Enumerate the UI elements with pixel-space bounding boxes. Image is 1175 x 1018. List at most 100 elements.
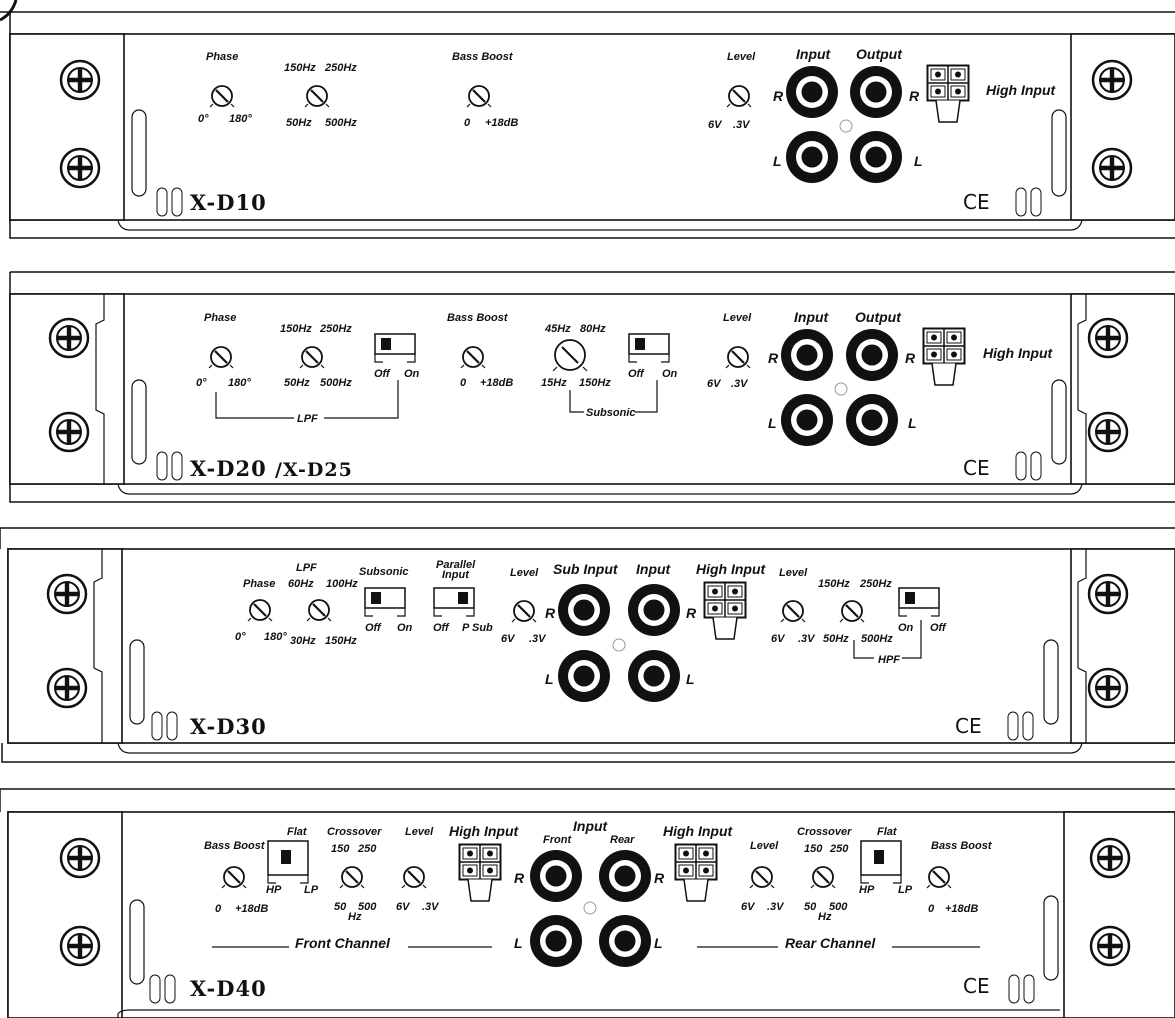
panel-label: Level [779, 567, 808, 579]
panel-label: 500 [829, 901, 848, 913]
panel-label: Subsonic [586, 407, 636, 419]
ce-mark: CE [963, 974, 990, 998]
panel-label: R [654, 870, 665, 886]
panel-label: 60Hz [288, 578, 314, 590]
panel-label: 150Hz [579, 377, 611, 389]
panel-label: R [905, 350, 916, 366]
panel-label: High Input [663, 823, 733, 839]
panel-label: 80Hz [580, 323, 606, 335]
panel-label: Phase [243, 578, 276, 590]
panel-label: HP [859, 884, 875, 896]
panel-label: Level [510, 567, 539, 579]
panel-label: 100Hz [326, 578, 358, 590]
panel-label: R [686, 605, 697, 621]
panel-label: Parallel [436, 559, 476, 571]
panel-label: On [898, 622, 914, 634]
panel-label: High Input [983, 345, 1053, 361]
model-name: X-D30 [190, 714, 267, 739]
panel-label: L [514, 935, 523, 951]
panel-label: 0 [215, 903, 222, 915]
panel-label: Output [856, 46, 902, 62]
panel-label: Input [794, 309, 829, 325]
panel-label: R [545, 605, 556, 621]
panel-label: Off [365, 622, 381, 634]
panel-label: Hz [348, 911, 362, 923]
panel-label: Flat [287, 826, 307, 838]
panel-label: Input [796, 46, 831, 62]
panel-label: Sub Input [553, 561, 618, 577]
panel-label: Level [727, 51, 756, 63]
panel-label: 0 [464, 117, 471, 129]
panel-label: Off [433, 622, 449, 634]
panel-x-d10 [0, 11, 1175, 239]
panel-label: Subsonic [359, 566, 409, 578]
panel-label: L [773, 153, 782, 169]
panel-label: Bass Boost [931, 840, 992, 852]
panel-label: 150Hz [325, 635, 357, 647]
panel-label: R [773, 88, 784, 104]
panel-label: 150Hz [284, 62, 316, 74]
panel-label: Input [573, 818, 608, 834]
panel-label: 6V [741, 901, 755, 913]
panel-label: HP [266, 884, 282, 896]
panel-label: P Sub [462, 622, 493, 634]
panel-label: 50Hz [823, 633, 849, 645]
panel-label: 6V [708, 119, 722, 131]
panel-label: +18dB [945, 903, 979, 915]
panel-label: Hz [818, 911, 832, 923]
panel-label: Crossover [797, 826, 852, 838]
panel-label: L [686, 671, 695, 687]
panel-label: 150Hz [280, 323, 312, 335]
panel-label: Off [628, 368, 644, 380]
panel-label: Input [636, 561, 671, 577]
panel-label: 500Hz [320, 377, 352, 389]
panel-label: Level [723, 312, 752, 324]
panel-label: Output [855, 309, 901, 325]
panel-label: LP [898, 884, 913, 896]
panel-label: 6V [396, 901, 410, 913]
panel-label: 6V [501, 633, 515, 645]
panel-label: 250Hz [325, 62, 357, 74]
panel-label: On [404, 368, 420, 380]
panel-label: R [909, 88, 920, 104]
panel-label: 50Hz [286, 117, 312, 129]
panel-label: 6V [707, 378, 721, 390]
panel-label: 45Hz [545, 323, 571, 335]
panel-label: 0° [196, 377, 207, 389]
panel-label: 250Hz [860, 578, 892, 590]
panel-label: Phase [204, 312, 237, 324]
panel-label: Front Channel [295, 935, 390, 951]
panel-label: 250 [358, 843, 377, 855]
panel-label: 0 [460, 377, 467, 389]
panel-label: Level [750, 840, 779, 852]
model-suffix: /X-D25 [275, 459, 353, 481]
panel-label: LPF [297, 413, 318, 425]
panel-label: LPF [296, 562, 317, 574]
panel-label: L [908, 415, 917, 431]
panel-x-d40 [0, 788, 1175, 1018]
panel-label: High Input [449, 823, 519, 839]
panel-label: 50Hz [284, 377, 310, 389]
panel-label: High Input [986, 82, 1056, 98]
panel-label: 15Hz [541, 377, 567, 389]
panel-label: Input [442, 569, 469, 581]
panel-label: Bass Boost [204, 840, 265, 852]
panel-label: .3V [798, 633, 815, 645]
panel-label: 500Hz [861, 633, 893, 645]
panel-x-d30 [0, 527, 1175, 763]
panel-label: 150 [331, 843, 350, 855]
panel-label: 150 [804, 843, 823, 855]
panel-label: L [914, 153, 923, 169]
panel-label: .3V [767, 901, 784, 913]
panel-label: On [662, 368, 678, 380]
panel-label: 180° [229, 113, 252, 125]
panel-label: Rear [610, 834, 635, 846]
panel-label: Bass Boost [447, 312, 508, 324]
panel-label: 500 [358, 901, 377, 913]
panel-label: .3V [733, 119, 750, 131]
panel-label: .3V [422, 901, 439, 913]
panel-label: R [768, 350, 779, 366]
panel-label: LP [304, 884, 319, 896]
ce-mark: CE [963, 456, 990, 480]
panel-label: Phase [206, 51, 239, 63]
